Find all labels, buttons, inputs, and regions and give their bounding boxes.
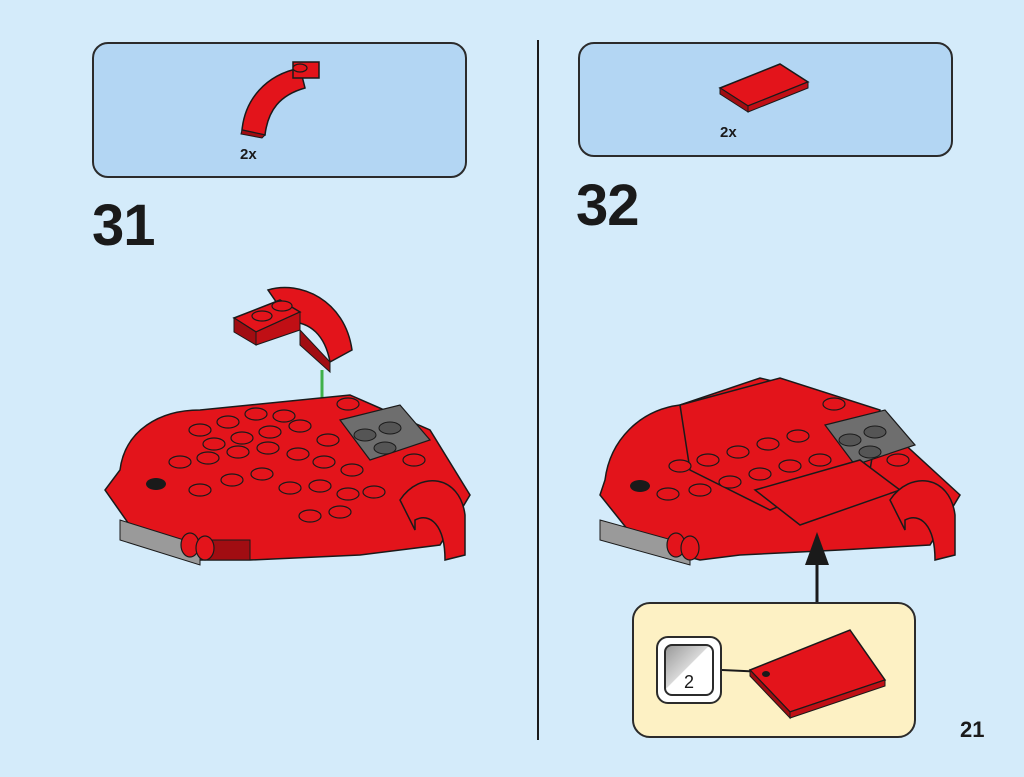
tile-part-icon	[718, 63, 810, 113]
step-31-parts-box	[92, 42, 467, 178]
curved-brick-part-icon	[240, 61, 320, 139]
step-32-model-illustration	[599, 377, 961, 602]
sticker-tile-illustration	[721, 629, 887, 720]
step-divider	[537, 40, 539, 740]
step-31-model-illustration	[104, 286, 471, 566]
sticker-sheet-icon	[664, 644, 714, 696]
step-31-parts-quantity: 2x	[240, 146, 257, 163]
sticker-sheet-badge: 2	[656, 636, 722, 704]
step-31-number: 31	[92, 193, 156, 258]
sticker-sheet-number: 2	[683, 672, 694, 692]
page-number: 21	[960, 717, 985, 742]
step-32-parts-quantity: 2x	[720, 124, 737, 141]
step-32-number: 32	[576, 173, 640, 238]
